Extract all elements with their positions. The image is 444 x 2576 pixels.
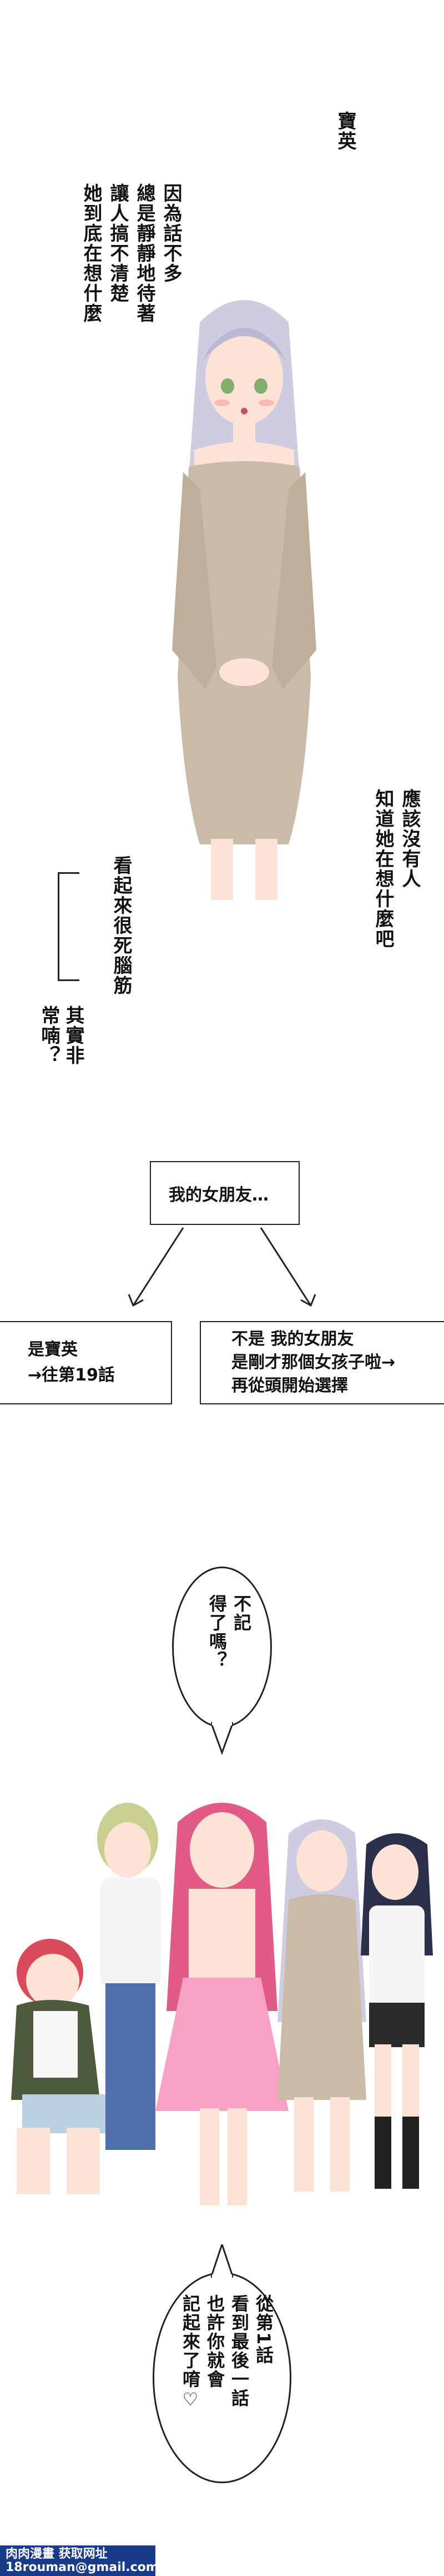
- bubble-line: 也許你就會: [204, 2294, 225, 2389]
- bubble-tail-top: [211, 1722, 233, 1755]
- option-b-line: 再從頭開始選擇: [231, 1376, 348, 1395]
- option-a-line: 是寶英: [28, 1340, 78, 1359]
- choice-prompt-box: 我的女朋友…: [150, 1161, 300, 1225]
- bubble-line: 看到最後一話: [229, 2294, 250, 2408]
- narration-line: 應該沒有人: [398, 789, 421, 889]
- bubble-top-text: 不記 得了嗎？: [191, 1594, 253, 1705]
- name-label: 寶英: [334, 111, 356, 151]
- bubble-line: 記起來了唷♡: [180, 2294, 201, 2411]
- narration-line: 因為話不多: [160, 183, 182, 283]
- narration-line: 看起來很死腦筋: [110, 856, 132, 996]
- narration-line: 總是靜靜地待著: [133, 183, 155, 323]
- narration-line: 她到底在想什麼: [80, 183, 102, 323]
- choice-option-b[interactable]: 不是 我的女朋友 是剛才那個女孩子啦→ 再從頭開始選擇: [200, 1321, 444, 1404]
- narration-bottom: 看起來很死腦筋 其實非常喃？: [38, 856, 133, 1078]
- bubble-tail-bottom: [211, 2244, 233, 2278]
- girl-illustration-silver-hair: [172, 300, 316, 900]
- option-b-line: 不是 我的女朋友: [231, 1329, 354, 1349]
- option-b-line: 是剛才那個女孩子啦→: [231, 1353, 396, 1372]
- choice-option-a[interactable]: 是寶英 →往第19話: [0, 1321, 172, 1404]
- watermark-badge: 肉肉漫畫 获取网址 18rouman@gmail.com: [0, 2545, 159, 2576]
- bubble-line: 不記: [231, 1594, 252, 1632]
- bubble-bottom-text: 從第1話 看到最後一話 也許你就會 記起來了唷♡: [169, 2294, 275, 2472]
- bubble-line: 從第1話: [253, 2294, 274, 2365]
- choice-prompt-text: 我的女朋友…: [169, 1185, 269, 1205]
- girls-group-illustration: [11, 1803, 433, 2205]
- watermark-line: 肉肉漫畫 获取网址: [6, 2547, 108, 2561]
- watermark-email: 18rouman@gmail.com: [6, 2560, 159, 2574]
- bracket-box: [58, 872, 79, 981]
- narration-line: 其實非常喃？: [38, 1006, 84, 1066]
- narration-line: 讓人搞不清楚: [107, 183, 129, 303]
- narration-line: 知道她在想什麼吧: [372, 789, 394, 949]
- narration-left: 應該沒有人 知道她在想什麼吧: [366, 789, 422, 967]
- flow-arrows: [128, 1227, 316, 1307]
- narration-right: 因為話不多 總是靜靜地待著 讓人搞不清楚 她到底在想什麼: [44, 183, 183, 361]
- bubble-line: 得了嗎？: [206, 1594, 228, 1670]
- option-a-line: →往第19話: [28, 1365, 115, 1385]
